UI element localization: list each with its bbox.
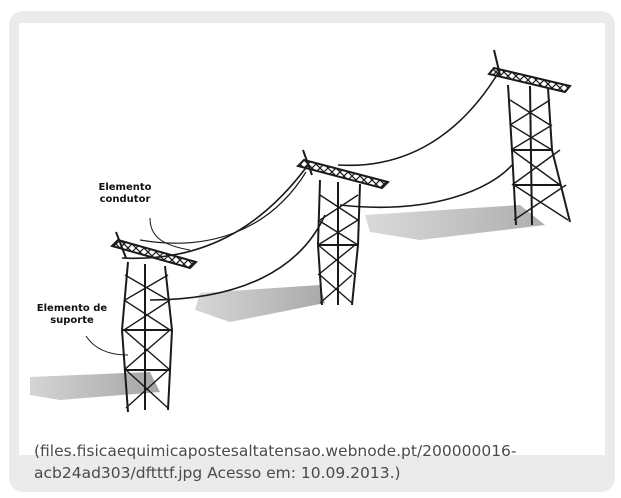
ground-shadows bbox=[30, 205, 545, 400]
tower-1 bbox=[110, 231, 198, 413]
support-leader-line bbox=[85, 335, 129, 356]
support-label: Elemento de suporte bbox=[36, 303, 108, 326]
figure-frame bbox=[9, 11, 615, 492]
figure-caption: (files.fisicaequimicapostesaltatensao.we… bbox=[34, 440, 604, 484]
caption-line-2: acb24ad303/dftttf.jpg Acesso em: 10.09.2… bbox=[34, 464, 401, 482]
conductor-leader-line bbox=[149, 217, 191, 251]
conductor-label: Elemento condutor bbox=[98, 182, 152, 205]
tower-2 bbox=[296, 149, 390, 306]
conductor-cables bbox=[121, 69, 513, 301]
caption-line-1: (files.fisicaequimicapostesaltatensao.we… bbox=[34, 442, 517, 460]
tower-3 bbox=[487, 49, 572, 226]
